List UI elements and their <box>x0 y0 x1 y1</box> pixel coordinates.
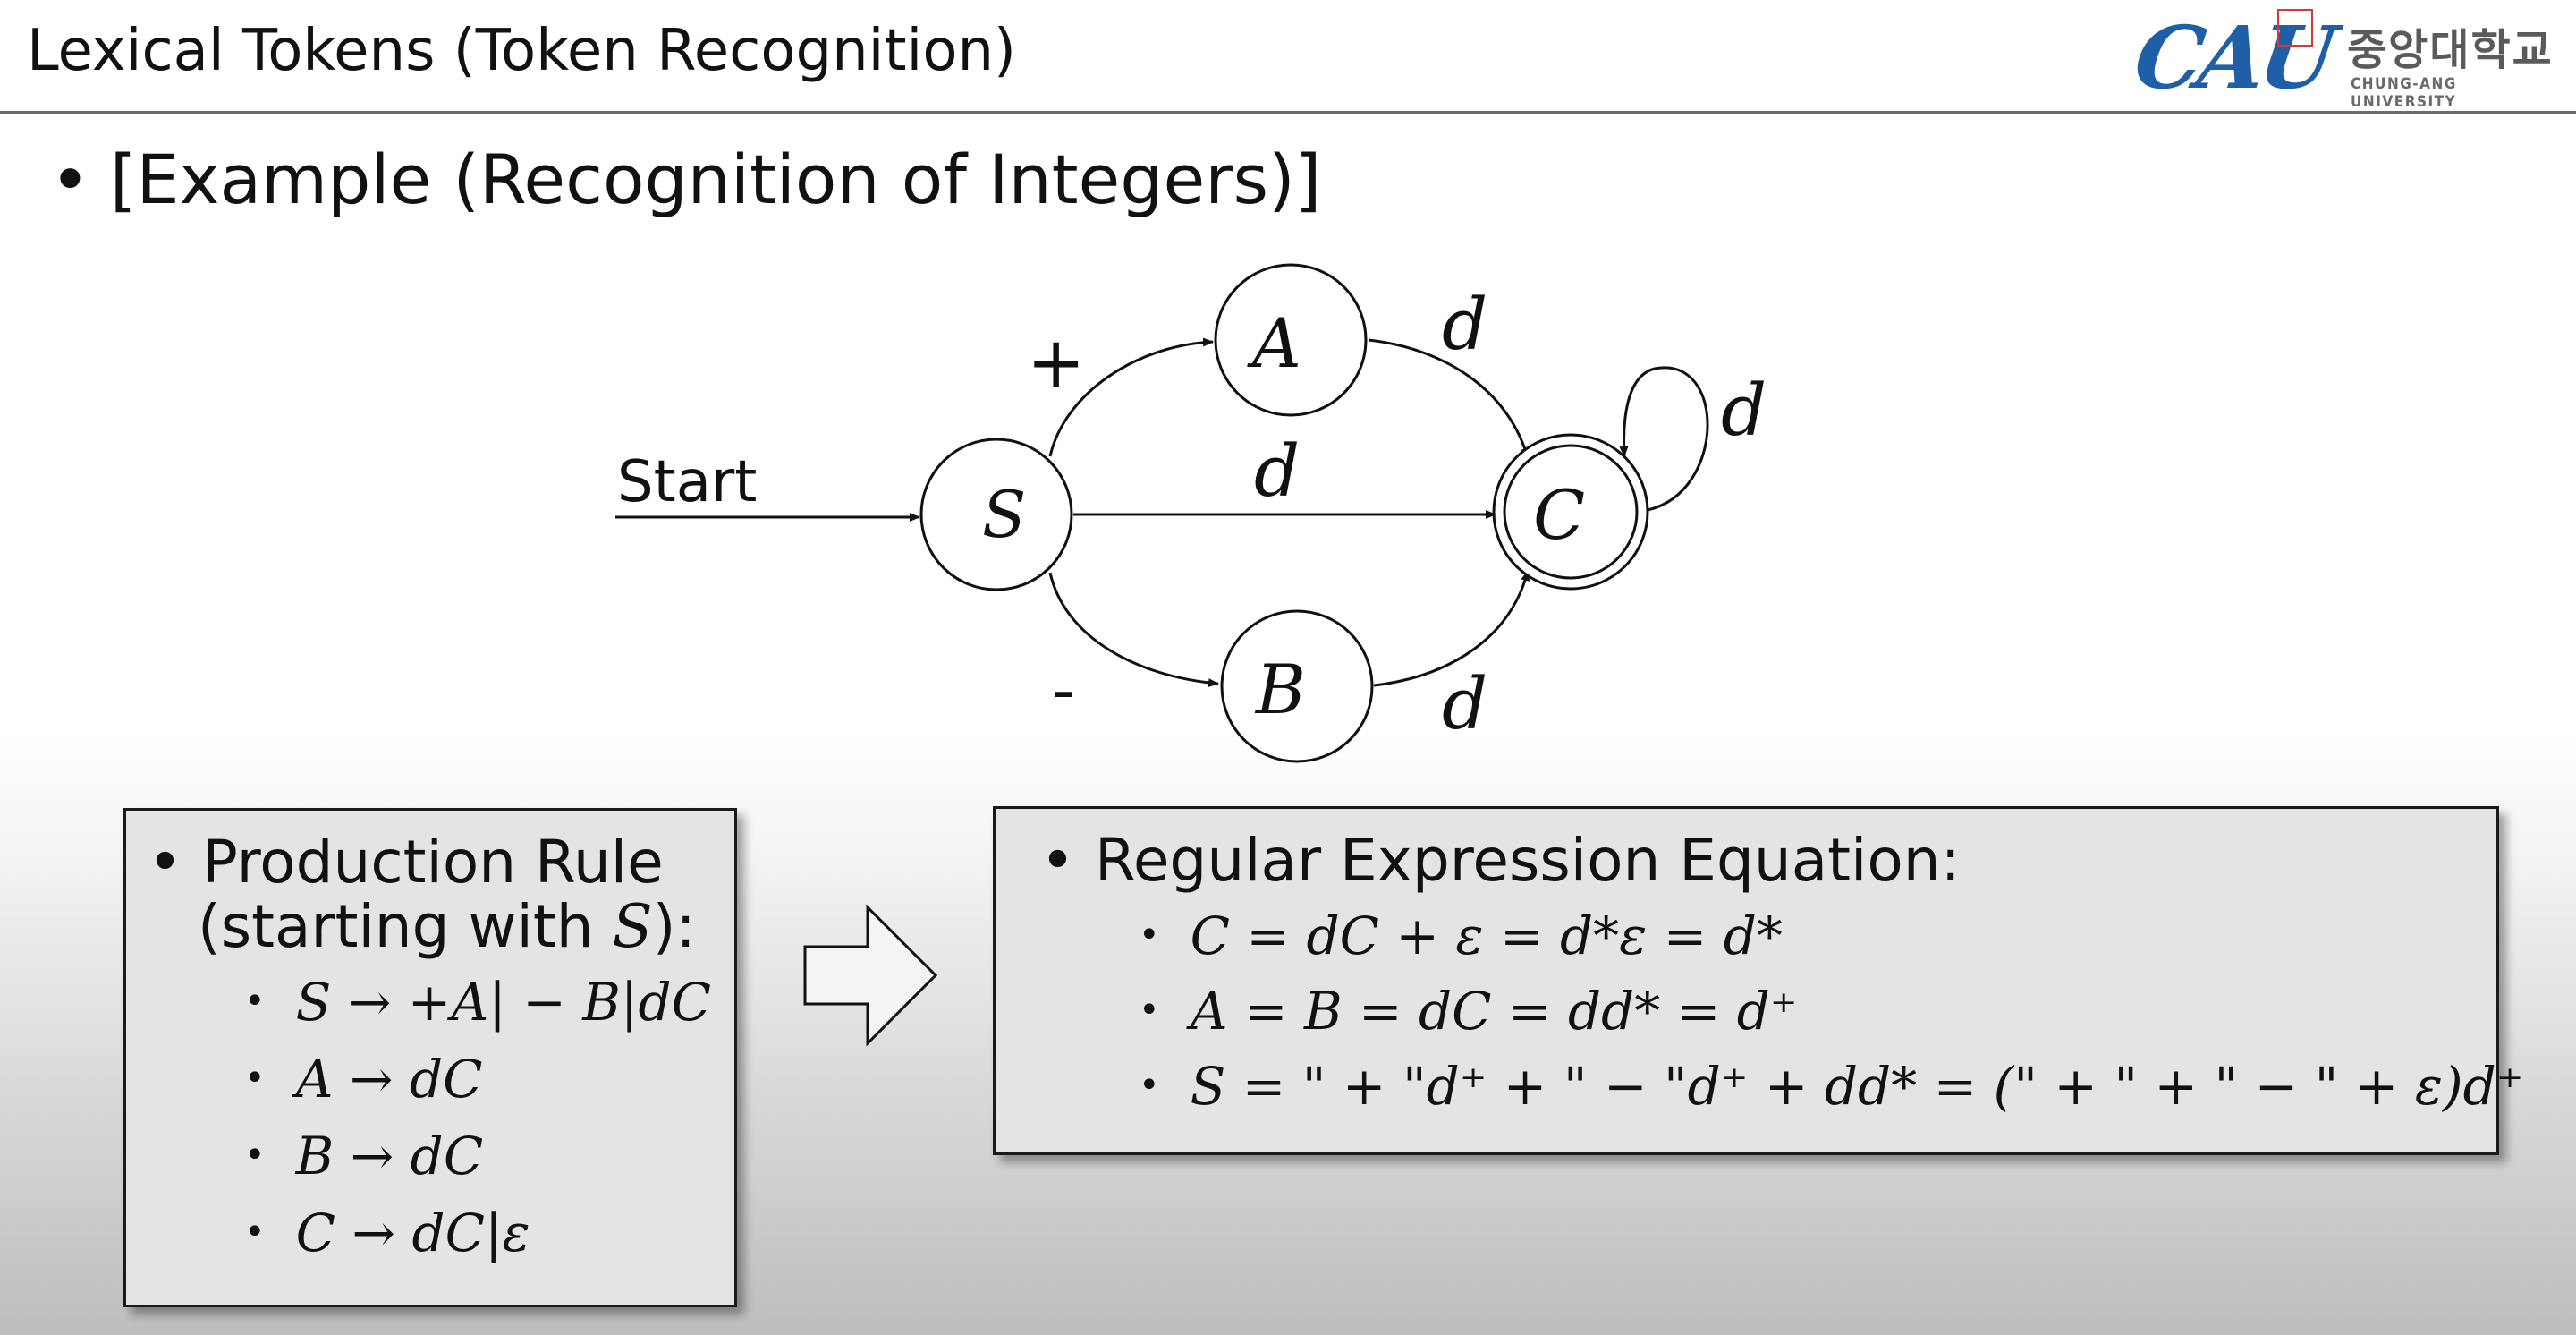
production-heading-prefix: (starting with <box>198 892 613 961</box>
production-rule-text: S → +A| − B|dC <box>295 972 711 1033</box>
production-rule-item: •A → dC <box>244 1049 483 1110</box>
edge-c-loop <box>1619 366 1709 512</box>
production-heading-line1: Production Rule <box>201 828 664 897</box>
state-s: S <box>919 438 1073 591</box>
logo-red-box <box>2277 9 2313 47</box>
regex-equation-text: C = dC + ε = d*ε = d* <box>1190 906 1783 966</box>
logo-korean-text: 중앙대학교 <box>2347 25 2554 75</box>
production-heading: • Production Rule <box>148 830 664 895</box>
block-arrow-icon <box>803 904 938 1047</box>
production-rule-item: •C → dC|ε <box>244 1203 530 1263</box>
production-rule-box: • Production Rule (starting with S): •S →… <box>123 808 737 1307</box>
state-s-label: S <box>982 477 1026 552</box>
production-rule-item: •B → dC <box>244 1126 484 1186</box>
slide-title: Lexical Tokens (Token Recognition) <box>27 18 1016 84</box>
regex-equation-item: •C = dC + ε = d*ε = d* <box>1139 906 1783 966</box>
edge-label-c-loop: d <box>1721 369 1767 452</box>
production-rule-text: B → dC <box>295 1126 484 1186</box>
state-c-label: C <box>1533 475 1585 555</box>
edge-b-to-c <box>1373 570 1530 687</box>
edge-s-to-b <box>1048 572 1219 688</box>
edge-label-s-c: d <box>1254 429 1300 513</box>
example-heading: [Example (Recognition of Integers)] <box>109 140 1322 219</box>
start-label: Start <box>617 449 757 515</box>
production-heading-var: S <box>612 892 653 961</box>
edge-s-to-a <box>1048 337 1214 457</box>
cau-logo: CAU 중앙대학교 CHUNG-ANG UNIVERSITY <box>2129 5 2558 111</box>
edge-label-b-c: d <box>1442 662 1487 745</box>
regex-equation-text: A = B = dC = dd* = d⁺ <box>1190 981 1798 1042</box>
regex-equation-text: S = " + "d⁺ + " − "d⁺ + dd* = (" + " + "… <box>1190 1056 2524 1117</box>
edge-label-minus: - <box>1052 652 1075 727</box>
production-rule-text: A → dC <box>295 1049 483 1110</box>
production-rule-item: •S → +A| − B|dC <box>244 972 711 1033</box>
edge-label-plus: + <box>1027 323 1085 404</box>
regex-heading-text: Regular Expression Equation: <box>1094 826 1961 895</box>
logo-english-text: CHUNG-ANG UNIVERSITY <box>2351 75 2457 111</box>
bullet-marker: • <box>148 828 182 897</box>
state-c: C <box>1492 433 1649 591</box>
regex-equation-item: •S = " + "d⁺ + " − "d⁺ + dd* = (" + " + … <box>1139 1056 2524 1117</box>
bullet-marker: • <box>1040 826 1075 895</box>
regex-equation-item: •A = B = dC = dd* = d⁺ <box>1139 981 1798 1042</box>
state-b: B <box>1220 609 1374 763</box>
state-a-label: A <box>1247 303 1301 383</box>
production-heading-2: (starting with S): <box>198 895 696 959</box>
edge-a-to-c <box>1368 338 1530 459</box>
production-rule-text: C → dC|ε <box>295 1203 530 1263</box>
production-heading-suffix: ): <box>652 892 696 961</box>
state-b-label: B <box>1254 650 1306 729</box>
edge-label-a-c: d <box>1442 283 1487 366</box>
bullet-marker: • <box>50 140 90 219</box>
slide-header: Lexical Tokens (Token Recognition) CAU 중… <box>0 0 2576 114</box>
example-bullet: •[Example (Recognition of Integers)] <box>50 140 1321 219</box>
regex-heading: • Regular Expression Equation: <box>1040 829 1961 893</box>
regex-equation-box: • Regular Expression Equation: •C = dC + … <box>993 806 2523 1155</box>
state-a: A <box>1214 263 1368 417</box>
